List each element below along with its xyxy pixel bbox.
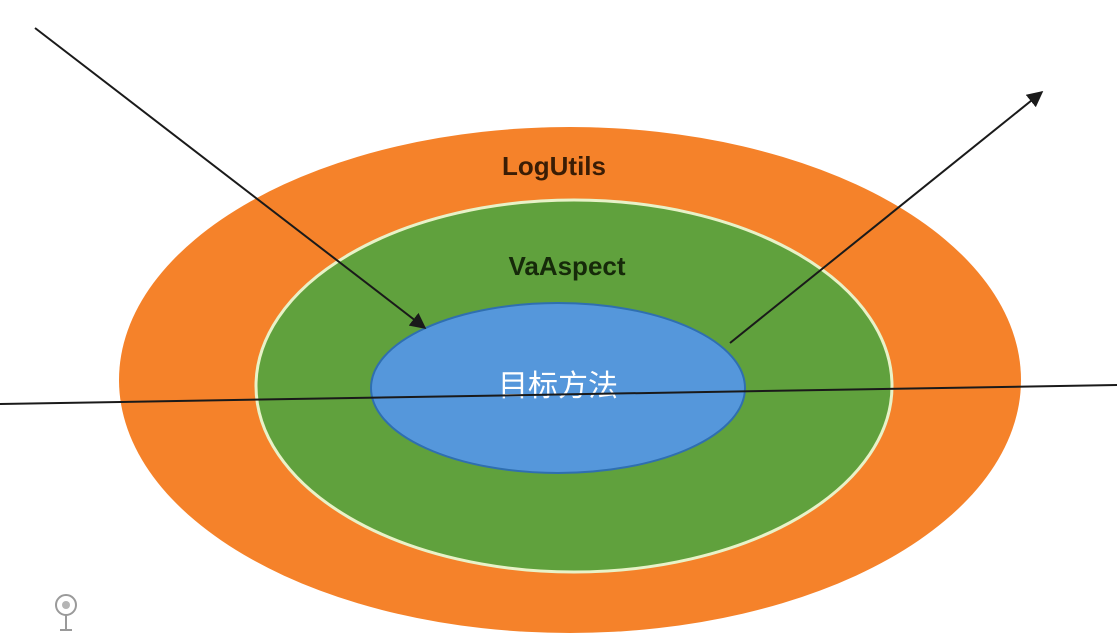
pin-icon: [55, 594, 77, 631]
incoming-arrow: [34, 27, 427, 329]
inner-layer-label: 目标方法: [498, 369, 618, 404]
outer-layer-label: LogUtils: [502, 151, 606, 181]
outgoing-arrow: [729, 90, 1044, 344]
inner-layer-ellipse: [370, 302, 746, 474]
middle-layer-label: VaAspect: [508, 251, 625, 281]
horizontal-line: [0, 384, 1117, 405]
